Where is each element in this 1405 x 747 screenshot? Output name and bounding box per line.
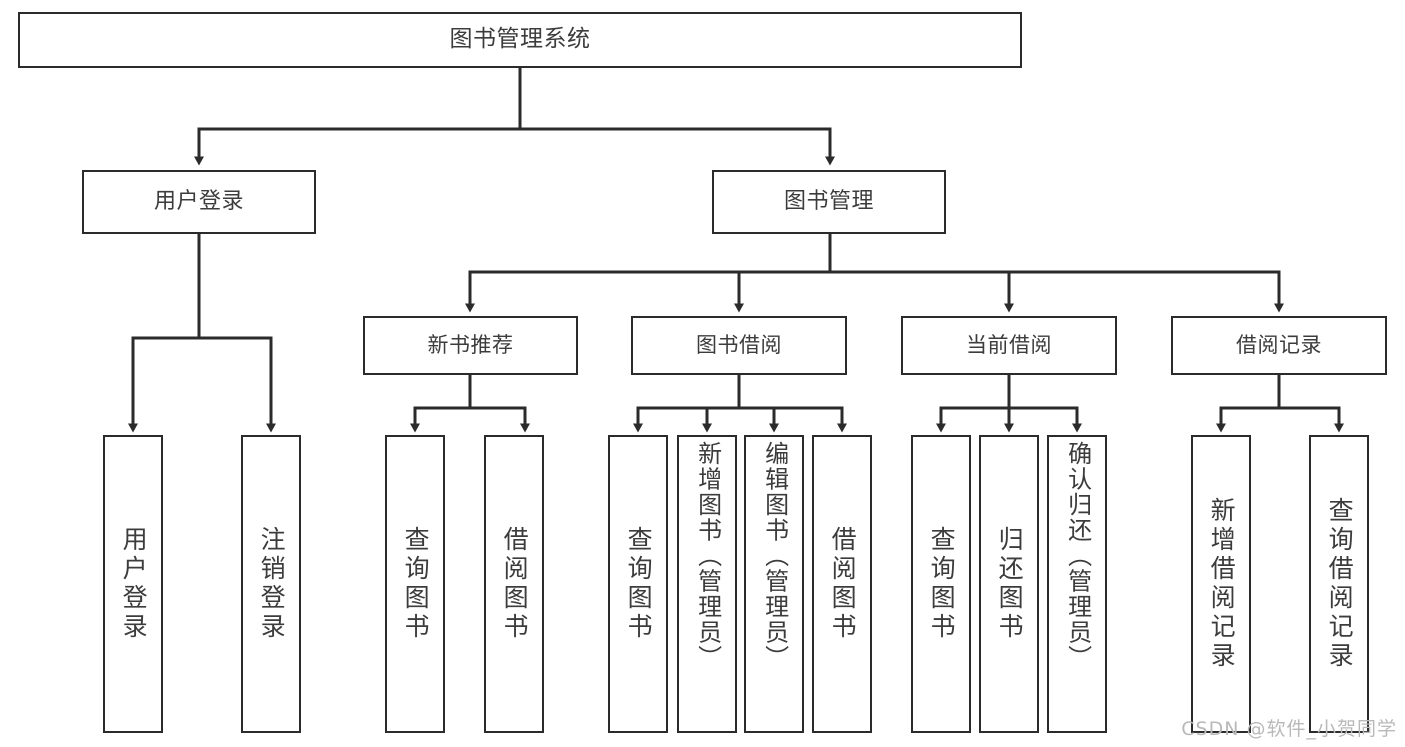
node-book-management[interactable]: 图书管理 (712, 170, 946, 234)
node-label: 新书推荐 (427, 333, 514, 358)
node-current-borrow[interactable]: 当前借阅 (901, 316, 1117, 375)
leaf-user-login[interactable]: 用户登录 (103, 435, 163, 733)
node-label: 借阅记录 (1236, 333, 1322, 358)
node-label: 图书管理系统 (449, 26, 591, 53)
leaf-current-query-book[interactable]: 查询图书 (911, 435, 971, 733)
leaf-record-query-record[interactable]: 查询借阅记录 (1309, 435, 1369, 733)
node-label: 图书管理 (783, 189, 874, 215)
node-label: 查询图书 (624, 526, 654, 642)
leaf-user-logout[interactable]: 注销登录 (241, 435, 301, 733)
node-label: 查询图书 (927, 526, 957, 642)
node-label: 查询图书 (401, 526, 431, 642)
node-label: 确认归还（管理员） (1063, 441, 1092, 671)
node-book-borrow[interactable]: 图书借阅 (631, 316, 847, 375)
leaf-borrow-edit-book-admin[interactable]: 编辑图书（管理员） (744, 435, 804, 733)
leaf-borrow-borrow-book[interactable]: 借阅图书 (812, 435, 872, 733)
node-label: 新增图书（管理员） (693, 441, 722, 671)
node-label: 编辑图书（管理员） (760, 441, 789, 671)
node-root-system[interactable]: 图书管理系统 (18, 12, 1022, 68)
node-label: 用户登录 (153, 189, 244, 215)
node-label: 借阅图书 (828, 526, 858, 642)
node-label: 注销登录 (257, 526, 287, 642)
node-label: 归还图书 (995, 526, 1025, 642)
node-label: 图书借阅 (696, 333, 782, 358)
node-new-book-recommend[interactable]: 新书推荐 (363, 316, 578, 375)
node-label: 当前借阅 (966, 333, 1052, 358)
node-borrow-record[interactable]: 借阅记录 (1171, 316, 1387, 375)
node-label: 借阅图书 (500, 526, 530, 642)
node-label: 用户登录 (119, 526, 149, 642)
leaf-newbook-query-book[interactable]: 查询图书 (385, 435, 445, 733)
leaf-borrow-add-book-admin[interactable]: 新增图书（管理员） (677, 435, 737, 733)
node-label: 查询借阅记录 (1325, 497, 1355, 671)
leaf-record-add-record[interactable]: 新增借阅记录 (1191, 435, 1251, 733)
leaf-current-return-book[interactable]: 归还图书 (979, 435, 1039, 733)
leaf-newbook-borrow-book[interactable]: 借阅图书 (484, 435, 544, 733)
node-user-login[interactable]: 用户登录 (82, 170, 316, 234)
node-label: 新增借阅记录 (1207, 497, 1237, 671)
watermark-text: CSDN @软件_小贺同学 (1181, 718, 1397, 740)
leaf-current-confirm-return-admin[interactable]: 确认归还（管理员） (1047, 435, 1107, 733)
leaf-borrow-query-book[interactable]: 查询图书 (608, 435, 668, 733)
